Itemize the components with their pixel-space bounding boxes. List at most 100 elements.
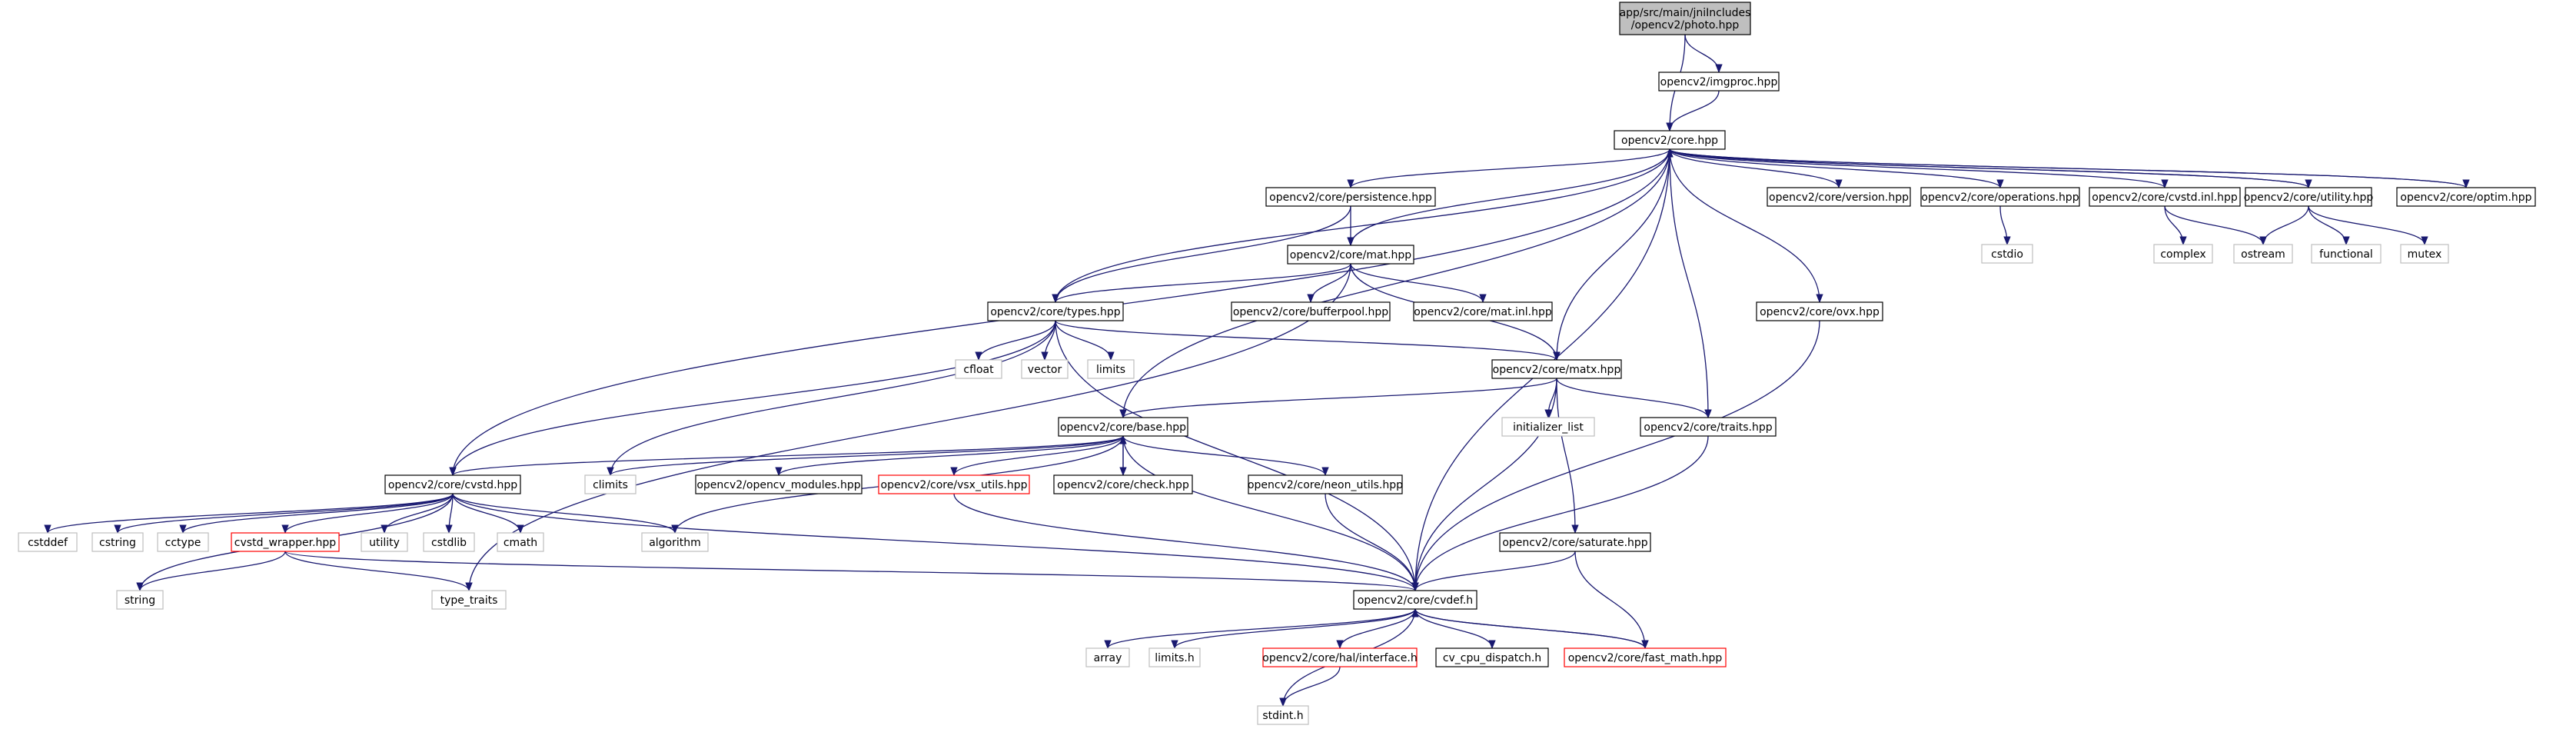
node-box [2089, 187, 2241, 207]
node-box [1435, 647, 1549, 667]
node-hal_interface[interactable]: opencv2/core/hal/interface.h [1262, 647, 1418, 667]
node-bufferpool[interactable]: opencv2/core/bufferpool.hpp [1231, 301, 1391, 321]
node-label: opencv2/core/vsx_utils.hpp [881, 479, 1028, 491]
edge-cvstd-to-cstdlib [445, 493, 454, 534]
edge-types-to-cfloat [975, 320, 1056, 361]
node-label: opencv2/core.hpp [1621, 135, 1718, 147]
node-limits[interactable]: limits [1087, 359, 1135, 379]
node-box [1231, 301, 1391, 321]
node-box [1640, 417, 1777, 437]
edge-types-to-limits [1055, 320, 1115, 361]
edge-ovx-to-cvdef [1411, 320, 1820, 592]
node-cctype[interactable]: cctype [157, 532, 209, 552]
node-label: cstring [99, 537, 136, 549]
node-types[interactable]: opencv2/core/types.hpp [987, 301, 1124, 321]
node-box [1658, 72, 1780, 92]
node-fast_math[interactable]: opencv2/core/fast_math.hpp [1564, 647, 1727, 667]
node-cstring[interactable]: cstring [91, 532, 144, 552]
edge-cvstd-to-cctype [179, 493, 454, 534]
node-label: app/src/main/jniIncludes [1620, 7, 1751, 19]
node-box [1413, 301, 1553, 321]
node-cv_cpu_dispatch[interactable]: cv_cpu_dispatch.h [1435, 647, 1549, 667]
node-string[interactable]: string [116, 590, 164, 610]
node-cvstd_wrapper[interactable]: cvstd_wrapper.hpp [231, 532, 340, 552]
node-optim[interactable]: opencv2/core/optim.hpp [2396, 187, 2536, 207]
edge-vsx_utils-to-cvdef [953, 493, 1419, 592]
node-label: /opencv2/photo.hpp [1631, 19, 1740, 32]
node-box [2233, 244, 2293, 264]
node-saturate[interactable]: opencv2/core/saturate.hpp [1499, 532, 1651, 552]
node-vsx_utils[interactable]: opencv2/core/vsx_utils.hpp [878, 474, 1030, 494]
node-box [2311, 244, 2382, 264]
node-climits[interactable]: climits [584, 474, 637, 494]
node-mutex[interactable]: mutex [2400, 244, 2449, 264]
node-initializer_list[interactable]: initializer_list [1501, 417, 1595, 437]
node-label: climits [593, 479, 628, 491]
node-vector[interactable]: vector [1021, 359, 1069, 379]
node-cvstd[interactable]: opencv2/core/cvstd.hpp [384, 474, 521, 494]
node-limits_h[interactable]: limits.h [1148, 647, 1201, 667]
node-utility[interactable]: opencv2/core/utility.hpp [2244, 187, 2374, 207]
node-algorithm[interactable]: algorithm [641, 532, 709, 552]
node-ovx[interactable]: opencv2/core/ovx.hpp [1756, 301, 1883, 321]
edge-traits-to-cvdef [1411, 435, 1709, 592]
node-cvdef[interactable]: opencv2/core/cvdef.h [1353, 590, 1477, 610]
node-neon_utils[interactable]: opencv2/core/neon_utils.hpp [1248, 474, 1403, 494]
node-box [955, 359, 1002, 379]
node-version[interactable]: opencv2/core/version.hpp [1767, 187, 1911, 207]
node-cstdlib[interactable]: cstdlib [423, 532, 475, 552]
node-opencv_modules[interactable]: opencv2/opencv_modules.hpp [695, 474, 863, 494]
node-box [1491, 359, 1622, 379]
node-type_traits[interactable]: type_traits [431, 590, 507, 610]
node-cmath[interactable]: cmath [497, 532, 544, 552]
edge-layer [44, 34, 2470, 707]
node-mat_inl[interactable]: opencv2/core/mat.inl.hpp [1413, 301, 1553, 321]
edge-saturate-to-cvdef [1411, 551, 1576, 592]
node-label: functional [2319, 248, 2373, 261]
node-ostream[interactable]: ostream [2233, 244, 2293, 264]
node-cvstd_inl[interactable]: opencv2/core/cvstd.inl.hpp [2089, 187, 2241, 207]
node-box [987, 301, 1124, 321]
node-label: opencv2/core/base.hpp [1060, 421, 1186, 434]
node-label: cfloat [963, 364, 994, 376]
node-check[interactable]: opencv2/core/check.hpp [1053, 474, 1193, 494]
node-persistence[interactable]: opencv2/core/persistence.hpp [1265, 187, 1436, 207]
node-complex[interactable]: complex [2153, 244, 2213, 264]
node-matx[interactable]: opencv2/core/matx.hpp [1491, 359, 1622, 379]
node-stdint[interactable]: stdint.h [1257, 705, 1309, 725]
node-label: opencv2/opencv_modules.hpp [696, 479, 860, 491]
node-cfloat[interactable]: cfloat [955, 359, 1002, 379]
node-box [1981, 244, 2033, 264]
edge-types-to-matx [1055, 320, 1561, 361]
node-label: cstddef [28, 537, 68, 549]
node-array[interactable]: array [1085, 647, 1130, 667]
edge-cvstd-to-algorithm [452, 493, 679, 534]
edge-fast_math-to-cvdef [1411, 608, 1646, 649]
edge-cvstd-to-cvstd_wrapper [281, 493, 454, 534]
node-label: opencv2/core/mat.hpp [1290, 249, 1412, 261]
node-utility_std[interactable]: utility [361, 532, 408, 552]
edge-core-to-cvstd_inl [1669, 148, 2169, 189]
node-label: cvstd_wrapper.hpp [234, 537, 337, 549]
node-root[interactable]: app/src/main/jniIncludes/opencv2/photo.h… [1619, 2, 1751, 35]
node-core[interactable]: opencv2/core.hpp [1614, 130, 1726, 150]
node-traits[interactable]: opencv2/core/traits.hpp [1640, 417, 1777, 437]
node-functional[interactable]: functional [2311, 244, 2382, 264]
node-label: opencv2/imgproc.hpp [1660, 76, 1778, 88]
node-cstddef[interactable]: cstddef [18, 532, 78, 552]
node-box [641, 532, 709, 552]
node-mat[interactable]: opencv2/core/mat.hpp [1287, 245, 1414, 265]
node-label: opencv2/core/hal/interface.h [1262, 652, 1417, 664]
edge-cvdef-to-array [1104, 608, 1416, 650]
node-label: opencv2/core/persistence.hpp [1269, 191, 1432, 204]
node-imgproc[interactable]: opencv2/imgproc.hpp [1658, 72, 1780, 92]
node-label: opencv2/core/saturate.hpp [1502, 537, 1647, 549]
node-box [1265, 187, 1436, 207]
node-base[interactable]: opencv2/core/base.hpp [1058, 417, 1188, 437]
node-operations[interactable]: opencv2/core/operations.hpp [1920, 187, 2080, 207]
node-cstdio[interactable]: cstdio [1981, 244, 2033, 264]
node-label: opencv2/core/cvstd.hpp [388, 479, 517, 491]
node-label: cv_cpu_dispatch.h [1443, 652, 1541, 664]
edge-persistence-to-types [1052, 205, 1351, 304]
